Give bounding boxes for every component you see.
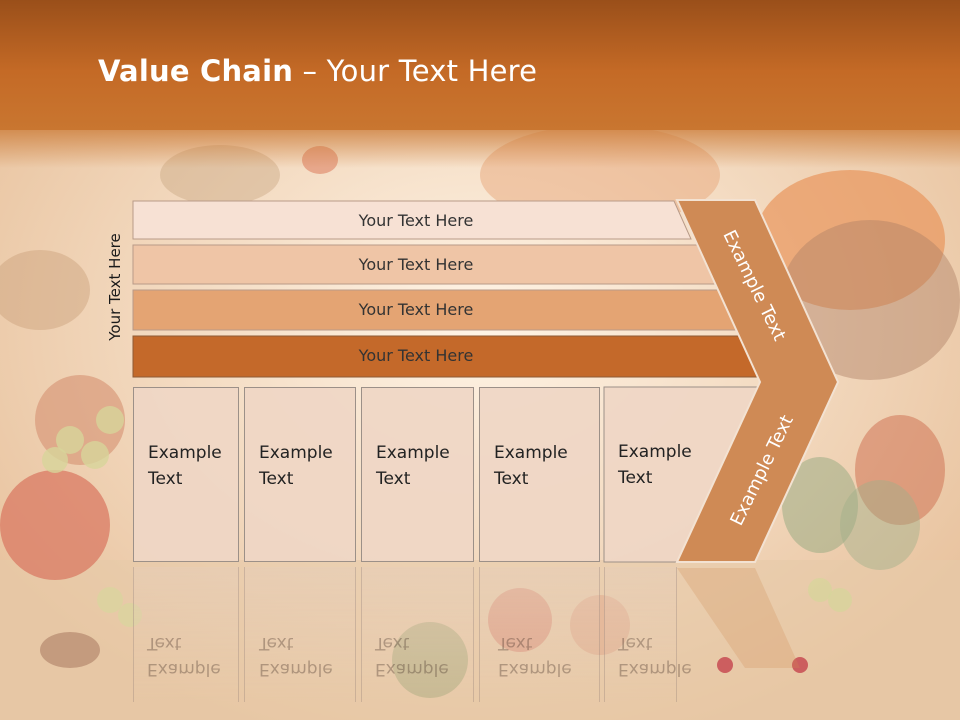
box-reflection-2 [244, 567, 356, 702]
band-3-label[interactable]: Your Text Here [358, 299, 474, 319]
box-2-line1: Example [259, 443, 333, 463]
box-5-line1: Example [618, 442, 692, 462]
band-1-label[interactable]: Your Text Here [358, 210, 474, 230]
box-reflection-1 [133, 567, 239, 702]
box-reflection-3 [361, 567, 474, 702]
title-bar [0, 0, 960, 130]
box-4-line1: Example [494, 443, 568, 463]
band-shape-1[interactable] [132, 200, 692, 240]
page-title[interactable]: Value Chain – Your Text Here [98, 54, 537, 88]
activity-box-3[interactable]: Example Text [361, 387, 474, 562]
band-2-label[interactable]: Your Text Here [358, 254, 474, 274]
box-1-line2: Text [148, 469, 183, 489]
chevron-arrow[interactable] [675, 199, 840, 563]
title-bar-fade [0, 128, 960, 168]
box-2-line2: Text [259, 469, 294, 489]
activity-box-4[interactable]: Example Text [479, 387, 600, 562]
activity-box-5[interactable]: Example Text [604, 387, 704, 562]
box-reflection-4 [479, 567, 600, 702]
box-3-line1: Example [376, 443, 450, 463]
page-title-rest[interactable]: – Your Text Here [293, 54, 538, 88]
box-reflection-5 [604, 567, 677, 702]
box-3-line2: Text [376, 469, 411, 489]
box-5-line2: Text [618, 468, 653, 488]
activity-box-2[interactable]: Example Text [244, 387, 356, 562]
page-title-bold[interactable]: Value Chain [98, 54, 294, 88]
activity-box-1[interactable]: Example Text [133, 387, 239, 562]
box-1-line1: Example [148, 443, 222, 463]
chevron-reflection [677, 568, 800, 668]
band-4-label[interactable]: Your Text Here [358, 345, 474, 365]
box-4-line2: Text [494, 469, 529, 489]
